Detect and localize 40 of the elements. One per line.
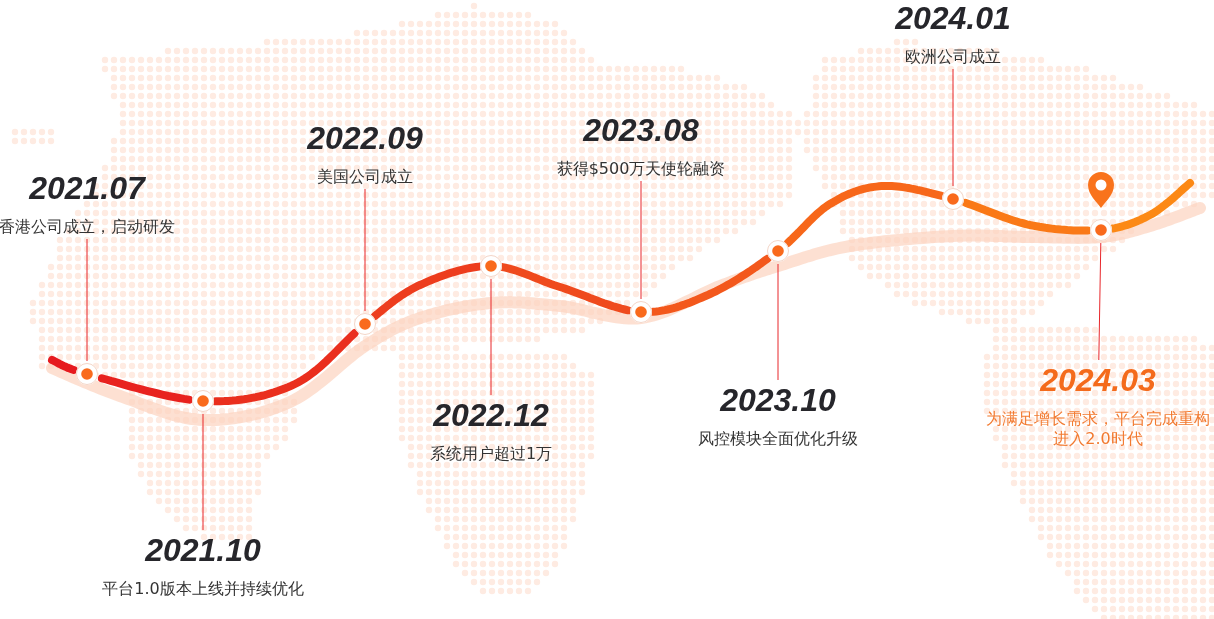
timeline-dot-icon <box>767 240 789 262</box>
leader-line <box>640 180 642 300</box>
milestone-date: 2022.12 <box>433 397 549 433</box>
milestone-description: 香港公司成立，启动研发 <box>0 217 175 237</box>
leader-line <box>490 278 492 396</box>
leader-line <box>952 68 954 187</box>
timeline-dot-icon <box>480 255 502 277</box>
milestone-date: 2022.09 <box>307 120 423 156</box>
milestone-description: 欧洲公司成立 <box>905 47 1001 67</box>
timeline-curve <box>211 329 359 406</box>
timeline-curve <box>498 263 633 315</box>
leader-line <box>202 413 204 531</box>
timeline-curve <box>1108 179 1194 233</box>
timeline-dot-icon <box>630 301 652 323</box>
milestone-description: 风控模块全面优化升级 <box>698 429 858 449</box>
timeline-curve <box>649 254 772 316</box>
timeline-dot-icon <box>1090 219 1112 241</box>
milestone-date: 2024.03 <box>1040 362 1156 398</box>
timeline-dot-icon <box>354 313 376 335</box>
timeline-dot-icon <box>942 188 964 210</box>
milestone-description: 系统用户超过1万 <box>429 444 553 464</box>
timeline-dot-icon <box>76 363 98 385</box>
milestone-date: 2021.10 <box>145 532 261 568</box>
milestone-date: 2023.10 <box>720 382 836 418</box>
timeline-curve <box>783 181 945 248</box>
milestone-description: 平台1.0版本上线并持续优化 <box>102 579 304 599</box>
leader-line <box>777 263 779 381</box>
milestone-date: 2024.01 <box>895 0 1011 36</box>
leader-line <box>86 238 88 362</box>
milestone-description: 为满足增长需求，平台完成重构进入2.0时代 <box>985 409 1211 449</box>
timeline-curve <box>97 374 194 404</box>
milestone-date: 2021.07 <box>29 170 145 206</box>
milestone-date: 2023.08 <box>583 112 699 148</box>
timeline-curve <box>48 356 78 374</box>
leader-line <box>1098 242 1102 361</box>
timeline-dot-icon <box>192 390 214 412</box>
timeline-curve <box>961 198 1092 235</box>
milestone-description: 美国公司成立 <box>317 167 413 187</box>
leader-line <box>364 188 366 312</box>
milestone-description: 获得$500万天使轮融资 <box>556 159 726 179</box>
